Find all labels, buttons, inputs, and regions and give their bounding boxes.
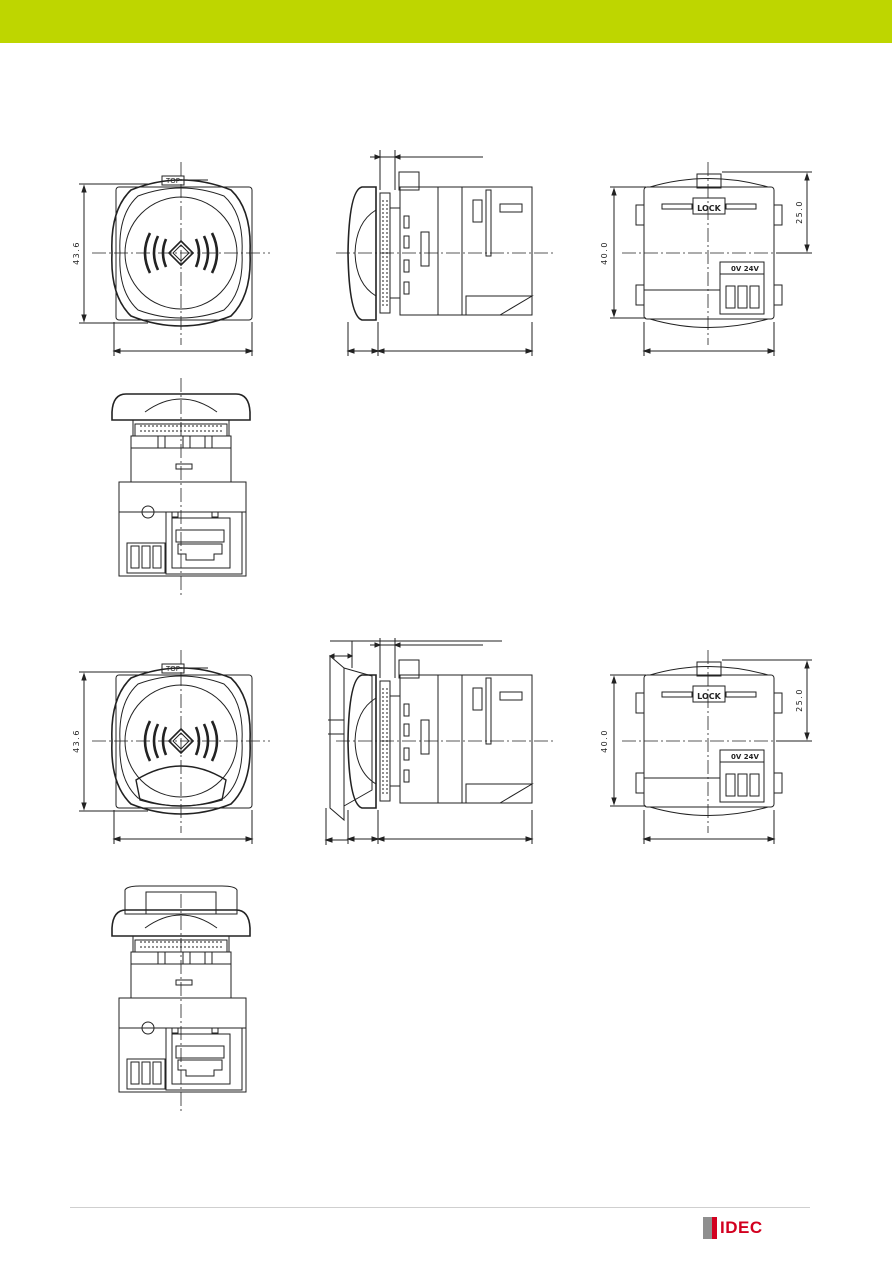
logo-text: IDEC [720,1218,763,1237]
rear-view [609,161,813,357]
rear-offset-dimension: 25.0 [795,688,804,712]
lock-label: LOCK [697,204,721,213]
rear-offset-dimension: 25.0 [795,200,804,224]
lock-label: LOCK [697,692,721,701]
side-view [335,149,557,357]
rear-view [609,649,813,845]
front-height-dimension: 43.6 [72,729,81,753]
terminal-label: 0V 24V [731,753,759,761]
assembly-1: TOP 43.6 LOCK 0V 24V 40.0 25.0 [72,149,813,599]
front-height-dimension: 43.6 [72,241,81,265]
logo-mark-icon [703,1217,717,1239]
rear-height-dimension: 40.0 [600,241,609,265]
top-mark-label: TOP [165,665,180,673]
top-mark-label: TOP [165,177,180,185]
cover-side-view [325,640,503,846]
assembly-2: TOP 43.6 LOCK 0V 24V 40.0 25.0 [72,637,813,1115]
bottom-view [111,893,251,1115]
bottom-view [111,377,251,599]
footer-divider [70,1207,810,1208]
terminal-label: 0V 24V [731,265,759,273]
side-view [335,637,557,845]
front-view [77,160,272,358]
idec-logo: IDEC [703,1217,763,1239]
header-bar [0,0,892,43]
front-view [77,648,272,846]
rear-height-dimension: 40.0 [600,729,609,753]
